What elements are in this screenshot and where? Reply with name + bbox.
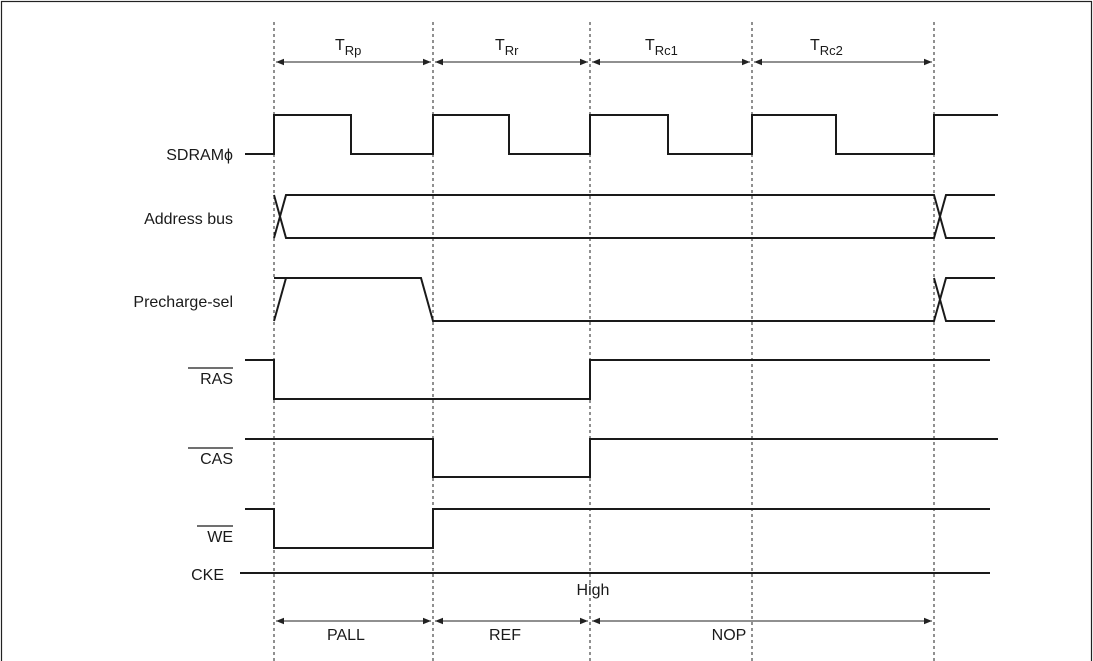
signal-label-cas: CAS	[200, 451, 233, 468]
signal-label-precharge: Precharge-sel	[133, 294, 233, 311]
signal-label-address: Address bus	[144, 211, 233, 228]
cke-level-label: High	[577, 582, 610, 599]
ras-waveform	[245, 359, 990, 400]
timing-label-trc2: TRc2	[810, 37, 843, 58]
timing-label-trr: TRr	[495, 37, 519, 58]
signal-label-we: WE	[207, 529, 233, 546]
signal-label-clock: SDRAMϕ	[166, 147, 233, 164]
signal-label-cke: CKE	[191, 567, 224, 584]
cas-waveform	[245, 438, 998, 478]
timing-label-trp: TRp	[335, 37, 361, 58]
timing-label-trc1: TRc1	[645, 37, 678, 58]
command-label-pall: PALL	[327, 627, 365, 644]
precharge-waveform	[273, 277, 995, 322]
command-label-nop: NOP	[712, 627, 747, 644]
we-waveform	[245, 508, 990, 549]
address-bus-waveform	[273, 194, 995, 239]
guide-lines	[273, 22, 935, 661]
clock-waveform	[245, 114, 998, 155]
command-label-ref: REF	[489, 627, 521, 644]
signal-label-ras: RAS	[200, 371, 233, 388]
